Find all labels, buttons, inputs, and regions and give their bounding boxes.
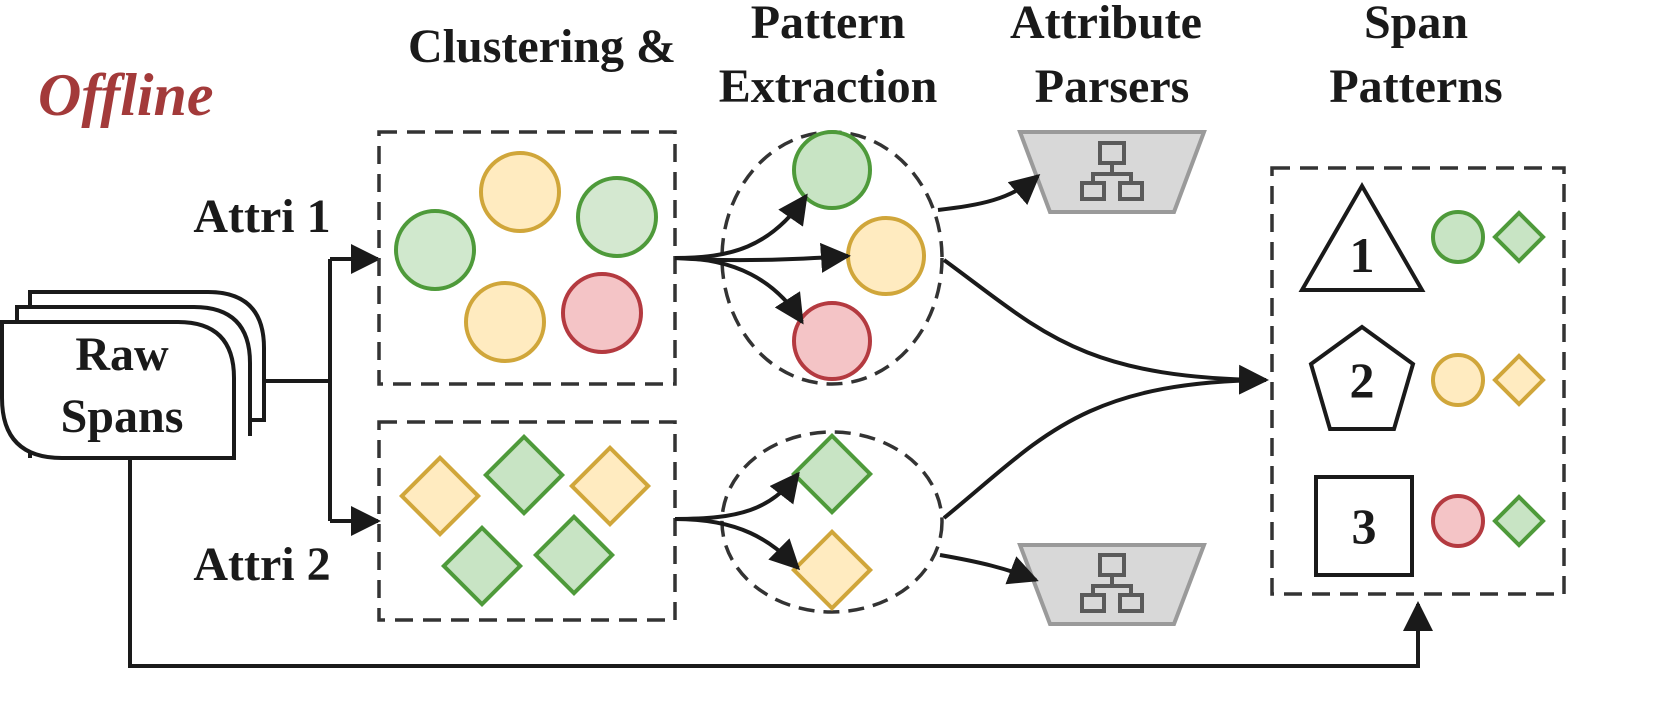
span-pattern-number-3: 3 <box>1352 498 1377 554</box>
header-span-line2: Patterns <box>1329 60 1502 113</box>
branch-connector <box>264 244 381 536</box>
offline-label: Offline <box>38 62 214 128</box>
pattern-diamond-yellow <box>790 528 874 612</box>
cluster-diamond <box>440 524 524 608</box>
pattern-circle-red <box>792 301 872 381</box>
pattern-circle-yellow <box>846 216 926 296</box>
header-parsers-line1: Attribute <box>1010 0 1202 49</box>
cluster-diamond <box>482 433 566 517</box>
pattern-1-circle <box>1431 210 1485 264</box>
cluster-diamond <box>568 444 652 528</box>
pattern-circle-green <box>792 130 872 210</box>
span-pattern-number-1: 1 <box>1350 227 1375 283</box>
triangle-shape <box>1298 181 1426 292</box>
pattern-1-diamond <box>1492 210 1546 264</box>
raw-spans-line2: Spans <box>61 390 184 443</box>
extraction-arrows-attr2 <box>674 471 801 571</box>
cluster-circle <box>561 272 643 354</box>
pattern-2-circle <box>1431 353 1485 407</box>
raw-spans-stack <box>0 290 266 460</box>
arrow-attr2-to-span-patterns <box>942 378 1267 520</box>
header-pattern-line2: Extraction <box>719 60 938 113</box>
cluster-circle <box>394 209 476 291</box>
cluster-diamond <box>398 454 482 538</box>
header-pattern-line1: Pattern <box>751 0 906 49</box>
pattern-3-diamond <box>1492 494 1546 548</box>
pattern-3-circle <box>1431 494 1485 548</box>
network-tree-icon <box>1080 553 1144 613</box>
arrow-to-parser-2 <box>939 553 1039 585</box>
arrow-attr1-to-span-patterns <box>942 258 1269 395</box>
cluster-circle <box>479 151 561 233</box>
arrow-to-parser-1 <box>937 174 1041 212</box>
attr2-label: Attri 2 <box>193 538 330 591</box>
cluster-diamond <box>532 513 616 597</box>
pattern-2-diamond <box>1492 353 1546 407</box>
raw-to-span-patterns-line <box>128 458 1433 668</box>
span-pattern-number-2: 2 <box>1350 352 1375 408</box>
extraction-arrows-attr1 <box>674 193 851 325</box>
square-shape <box>1314 475 1414 577</box>
raw-spans-line1: Raw <box>75 328 169 381</box>
cluster-circle <box>576 176 658 258</box>
attr1-label: Attri 1 <box>193 190 330 243</box>
network-tree-icon <box>1080 141 1144 201</box>
header-span-line1: Span <box>1364 0 1468 49</box>
cluster-circle <box>464 281 546 363</box>
span-patterns-box <box>1270 166 1566 596</box>
header-parsers-line2: Parsers <box>1035 60 1190 113</box>
pattern-diamond-green <box>790 432 874 516</box>
pentagon-shape <box>1308 324 1416 431</box>
header-clustering: Clustering & <box>408 20 676 73</box>
